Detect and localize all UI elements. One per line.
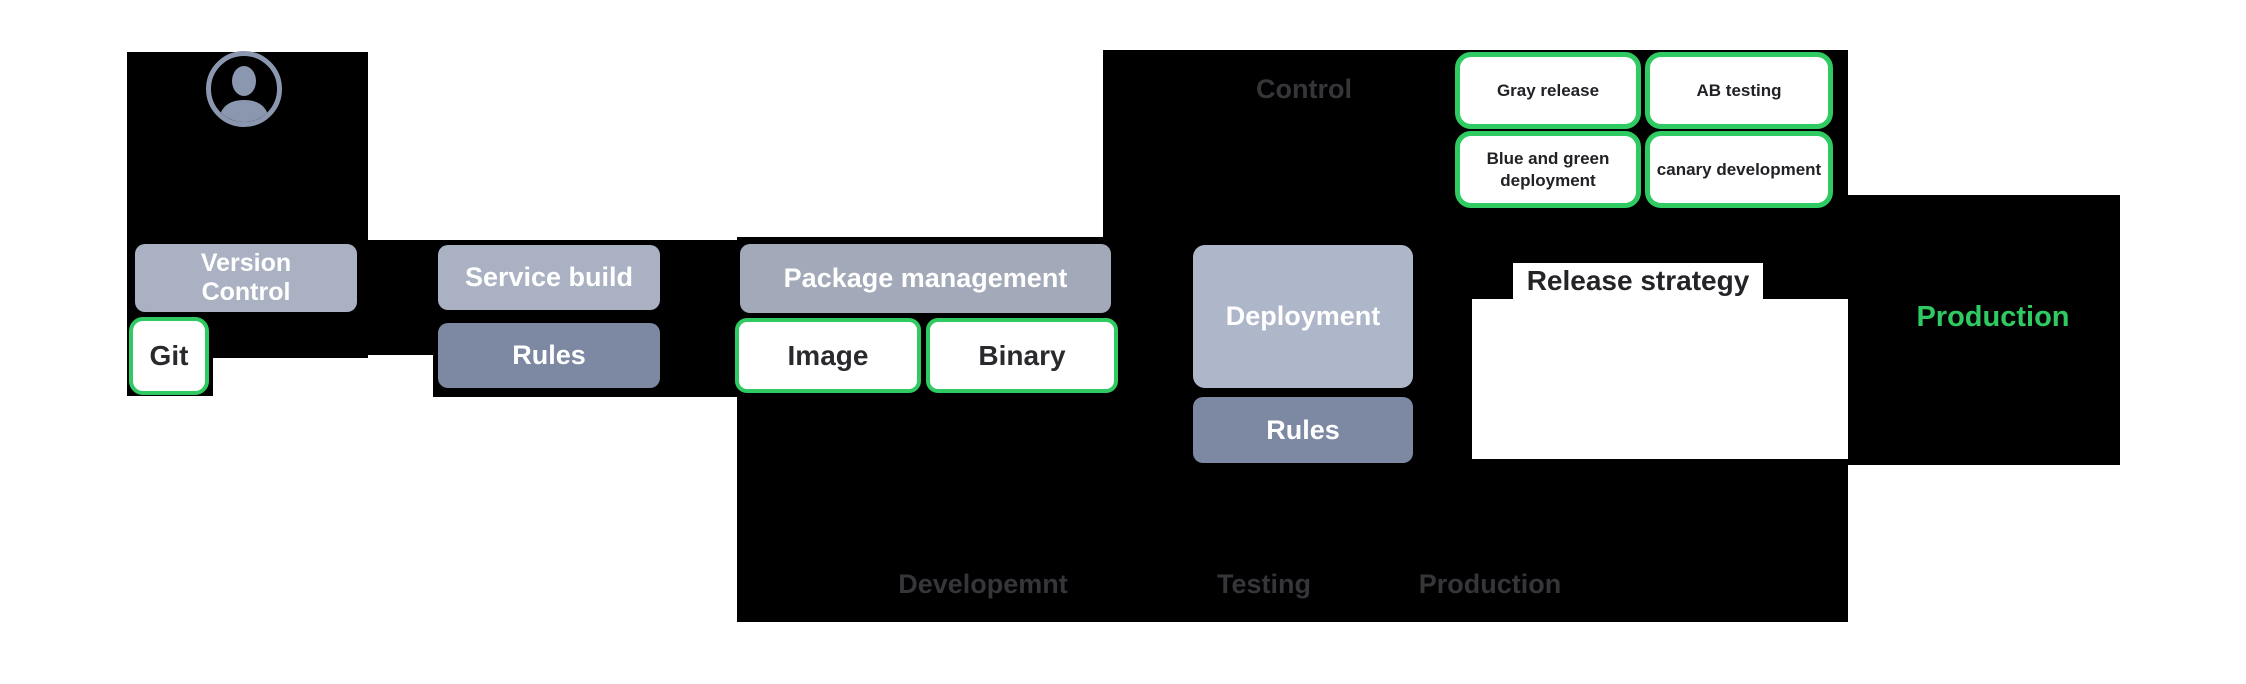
panel-bridge [368, 240, 433, 355]
git-label: Git [149, 340, 189, 371]
node-deployment: Deployment [1193, 245, 1413, 388]
panel-production [1840, 195, 2120, 465]
control-ghost-label: Control [1199, 73, 1409, 105]
env-development-label: Developemnt [880, 568, 1086, 600]
canary-development-label: canary development [1656, 159, 1822, 179]
production-label: Production [1870, 300, 2116, 334]
control-text: Control [1256, 73, 1352, 104]
service-build-label: Service build [464, 262, 634, 292]
package-management-label: Package management [783, 263, 1068, 293]
development-text: Developemnt [898, 568, 1068, 599]
release-strategy-box [1472, 299, 1848, 459]
node-package-management: Package management [740, 244, 1111, 313]
env-testing-label: Testing [1180, 568, 1348, 600]
node-deployment-rules: Rules [1193, 397, 1413, 463]
image-label: Image [787, 339, 869, 371]
person-silhouette-icon [218, 66, 270, 122]
release-strategy-text: Release strategy [1526, 265, 1750, 296]
node-ab-testing: AB testing [1645, 52, 1833, 129]
gray-release-label: Gray release [1496, 80, 1600, 100]
node-image: Image [735, 318, 921, 393]
ab-testing-label: AB testing [1696, 80, 1782, 100]
version-control-label: Version Control [200, 249, 292, 306]
node-git: Git [129, 317, 209, 395]
production-text: Production [1916, 300, 2070, 333]
node-canary-development: canary development [1645, 131, 1833, 208]
env-production-label: Production [1390, 568, 1590, 600]
testing-text: Testing [1217, 568, 1311, 599]
node-gray-release: Gray release [1455, 52, 1641, 129]
user-avatar-icon [206, 51, 282, 127]
release-strategy-label: Release strategy [1513, 263, 1763, 299]
blue-green-deployment-label: Blue and green deployment [1486, 149, 1610, 190]
binary-label: Binary [978, 339, 1066, 371]
node-binary: Binary [926, 318, 1118, 393]
build-rules-label: Rules [512, 340, 586, 370]
node-service-build: Service build [438, 245, 660, 310]
deployment-rules-label: Rules [1266, 414, 1340, 445]
node-version-control: Version Control [135, 244, 357, 312]
deployment-label: Deployment [1225, 301, 1381, 331]
env-production-text: Production [1418, 568, 1562, 599]
node-blue-green-deployment: Blue and green deployment [1455, 131, 1641, 208]
node-build-rules: Rules [438, 323, 660, 388]
